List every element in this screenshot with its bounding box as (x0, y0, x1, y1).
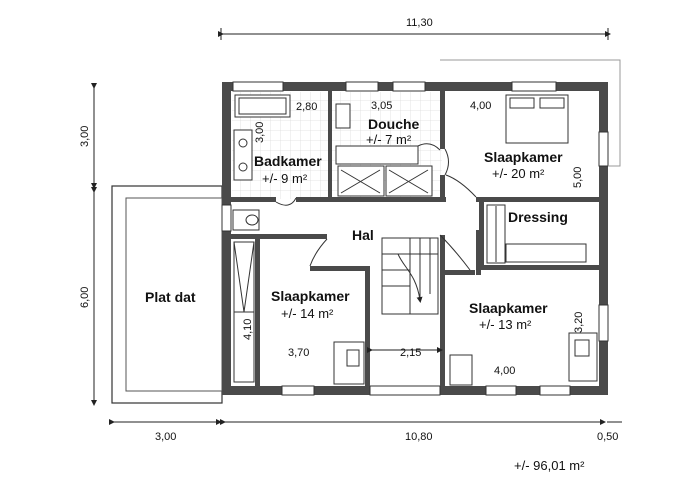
room-area-slaapkamer-se: +/- 13 m² (479, 317, 532, 332)
dim-badkamer-width: 2,80 (296, 101, 317, 113)
dim-hal-width: 2,15 (400, 347, 421, 359)
dimension-labels: 11,30 3,00 6,00 3,00 10,80 0,50 2,80 3,0… (79, 17, 618, 443)
fixtures (232, 94, 598, 386)
balcony-outline (440, 59, 621, 167)
dim-slaapkamer-sw-width: 3,70 (288, 347, 309, 359)
inner-walls (231, 91, 600, 386)
windows (221, 81, 609, 396)
dim-slaapkamer-ne-width: 4,00 (470, 100, 491, 112)
dim-slaapkamer-se-width: 4,00 (494, 365, 515, 377)
room-name-slaapkamer-sw: Slaapkamer (271, 288, 350, 304)
room-name-slaapkamer-ne: Slaapkamer (484, 149, 563, 165)
dimension-lines (91, 28, 622, 425)
room-name-dressing: Dressing (508, 209, 568, 225)
room-name-slaapkamer-se: Slaapkamer (469, 300, 548, 316)
room-name-badkamer: Badkamer (254, 153, 322, 169)
dim-bottom-right: 0,50 (597, 431, 618, 443)
dim-slaapkamer-sw-height: 4,10 (242, 319, 254, 340)
dim-top-total: 11,30 (406, 17, 433, 29)
dim-badkamer-height: 3,00 (254, 122, 266, 143)
dim-slaapkamer-ne-height: 5,00 (572, 167, 584, 188)
room-area-slaapkamer-sw: +/- 14 m² (281, 306, 334, 321)
room-name-douche: Douche (368, 116, 420, 132)
room-area-douche: +/- 7 m² (366, 132, 412, 147)
dim-bottom-main: 10,80 (405, 431, 433, 443)
room-area-slaapkamer-ne: +/- 20 m² (492, 166, 545, 181)
area-name-plat-dat: Plat dat (145, 289, 196, 305)
dim-left-upper: 3,00 (79, 126, 91, 147)
room-area-badkamer: +/- 9 m² (262, 171, 308, 186)
room-labels: Badkamer +/- 9 m² Douche +/- 7 m² Slaapk… (145, 116, 568, 332)
total-area: +/- 96,01 m² (514, 458, 585, 473)
dim-bottom-left: 3,00 (155, 431, 176, 443)
room-name-hal: Hal (352, 227, 374, 243)
dim-slaapkamer-se-height: 3,20 (573, 312, 585, 333)
plat-dat-area (111, 185, 223, 404)
dim-left-lower: 6,00 (79, 287, 91, 308)
dim-douche-width: 3,05 (371, 100, 392, 112)
